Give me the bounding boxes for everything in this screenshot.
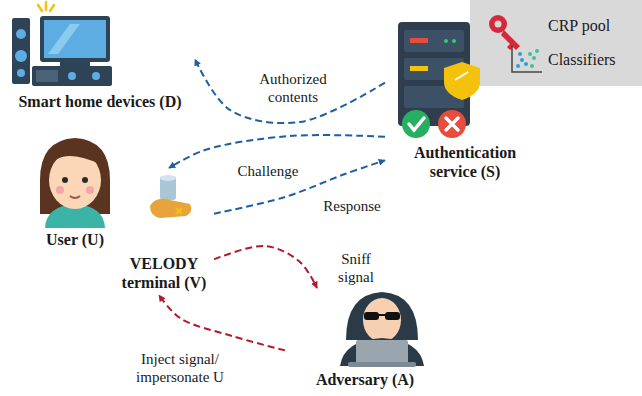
node-label: Smart home devices (D): [18, 92, 181, 111]
key-icon: [489, 15, 520, 50]
dashed-arrow: [159, 295, 285, 350]
dashed-arrow: [214, 246, 317, 288]
smart-home-illustration: [12, 2, 112, 86]
node-label: VELODY terminal (V): [118, 254, 210, 292]
device-group: Smart home devices (D): [5, 0, 195, 114]
edge-label: Response: [310, 197, 394, 215]
edge-label: Authorized contents: [246, 70, 340, 106]
node-label: Authentication service (S): [400, 143, 530, 181]
panel-item: CRP pool: [548, 16, 610, 36]
user-node: User (U): [30, 130, 120, 252]
edge-label: Inject signal/ impersonate U: [117, 350, 243, 386]
panel-item: Classifiers: [548, 50, 616, 70]
service-node: Authentication service (S): [385, 15, 545, 184]
server-illustration: [398, 22, 480, 138]
adversary-illustration: [340, 292, 424, 367]
node-label: User (U): [46, 230, 104, 249]
edge-label: Challenge: [226, 162, 310, 180]
terminal-node: VELODY terminal (V): [114, 168, 214, 295]
classifier-icon: [512, 46, 542, 72]
resource-panel: [470, 0, 642, 86]
node-label: Adversary (A): [316, 370, 414, 389]
user-illustration: [40, 138, 110, 228]
terminal-illustration: [150, 175, 191, 218]
adversary-node: Adversary (A): [285, 288, 445, 392]
resource-panel: CRP poolClassifiers: [470, 0, 642, 73]
dashed-arrow: [195, 59, 385, 123]
edge-label: Sniff signal: [331, 250, 381, 286]
